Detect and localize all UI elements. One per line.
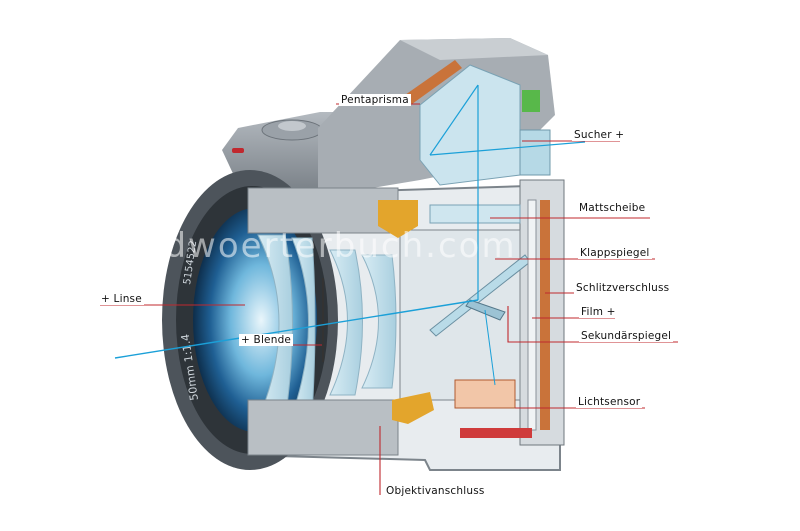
viewfinder-ray-3 xyxy=(429,84,479,156)
optical-axis-ray xyxy=(114,299,479,359)
circuit-board xyxy=(460,428,532,438)
label-klappspiegel: Klappspiegel xyxy=(578,247,652,259)
label-blende: + Blende xyxy=(239,334,294,346)
label-pentaprisma: Pentaprisma xyxy=(339,94,411,106)
label-objektivanschluss: Objektivanschluss xyxy=(384,485,487,497)
prism-copper-coating xyxy=(405,60,462,104)
label-schlitzverschluss: Schlitzverschluss xyxy=(574,282,672,294)
leader-sekundaerspiegel xyxy=(507,306,678,343)
lens-housing-bottom xyxy=(247,399,399,456)
label-film: Film + xyxy=(579,306,618,318)
sensor-ray xyxy=(484,309,496,386)
lens-element-3 xyxy=(329,249,363,396)
shutter-button xyxy=(278,121,306,131)
viewfinder-ray-2 xyxy=(429,141,586,156)
film-plane xyxy=(527,199,537,431)
lens-mount-lower xyxy=(392,392,434,424)
label-linse: + Linse xyxy=(99,293,144,305)
watermark: bildwoerterbuch.com xyxy=(118,226,517,266)
focal-plane-shutter xyxy=(540,200,550,430)
prism-housing-top xyxy=(400,38,548,60)
lens-element-4 xyxy=(361,254,397,389)
label-sekundaerspiegel: Sekundärspiegel xyxy=(579,330,674,342)
lens-mount-upper xyxy=(378,200,418,238)
label-sucher: Sucher + xyxy=(572,129,627,141)
focusing-screen-glass xyxy=(429,204,521,224)
red-indicator xyxy=(232,148,244,153)
light-sensor xyxy=(454,379,516,409)
lens-housing-top xyxy=(247,187,399,234)
label-lichtsensor: Lichtsensor xyxy=(576,396,643,408)
label-mattscheibe: Mattscheibe xyxy=(577,202,648,214)
eyepiece-lens xyxy=(519,129,551,176)
viewfinder-display xyxy=(522,90,540,112)
